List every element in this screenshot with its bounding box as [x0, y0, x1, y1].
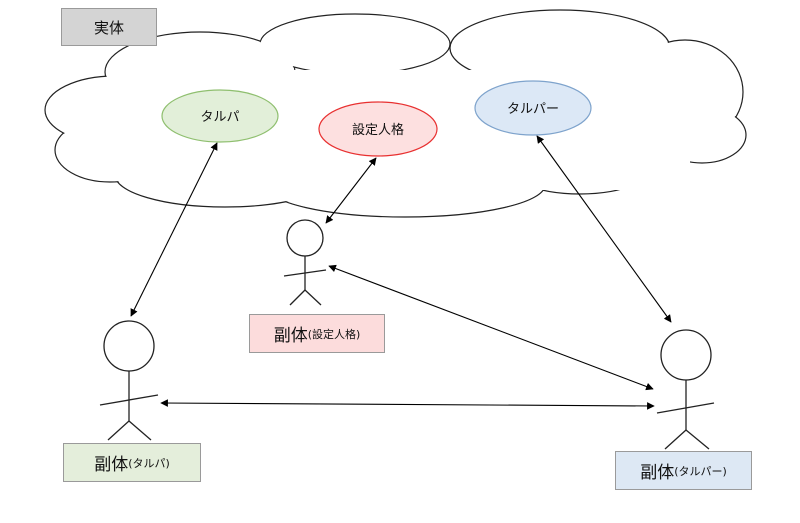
sub-body-tarupa-main: 副体	[94, 455, 129, 475]
sub-body-setting-persona-main: 副体	[273, 326, 308, 346]
ellipse-tarupaa: タルパー	[474, 80, 592, 136]
sub-body-tarupaa-label: 副体(タルパー)	[615, 451, 752, 490]
arrow-setting-to-tarupaa	[328, 264, 654, 391]
stick-figure-tarupa	[99, 320, 159, 441]
sub-body-tarupa-paren: (タルパ)	[128, 456, 170, 470]
stick-figure-setting-persona	[283, 219, 327, 306]
ellipse-setting-persona-label: 設定人格	[352, 122, 404, 138]
ellipse-setting-persona: 設定人格	[318, 101, 438, 157]
ellipse-tarupa-label: タルパ	[200, 110, 239, 125]
sub-body-tarupaa-main: 副体	[640, 463, 675, 483]
sub-body-setting-persona-paren: (設定人格)	[307, 327, 361, 341]
sub-body-tarupa-label: 副体(タルパ)	[63, 443, 201, 482]
ellipse-tarupaa-label: タルパー	[507, 102, 559, 117]
ellipse-tarupa: タルパ	[161, 89, 279, 143]
arrow-tarupa-to-tarupaa	[160, 399, 655, 410]
sub-body-tarupaa-paren: (タルパー)	[674, 464, 727, 478]
arrow-tarupa-link	[130, 142, 218, 317]
entity-label: 実体	[61, 8, 157, 46]
sub-body-setting-persona-label: 副体(設定人格)	[249, 314, 385, 353]
arrow-setting-persona-link	[325, 157, 377, 224]
stick-figure-tarupaa	[656, 329, 715, 450]
